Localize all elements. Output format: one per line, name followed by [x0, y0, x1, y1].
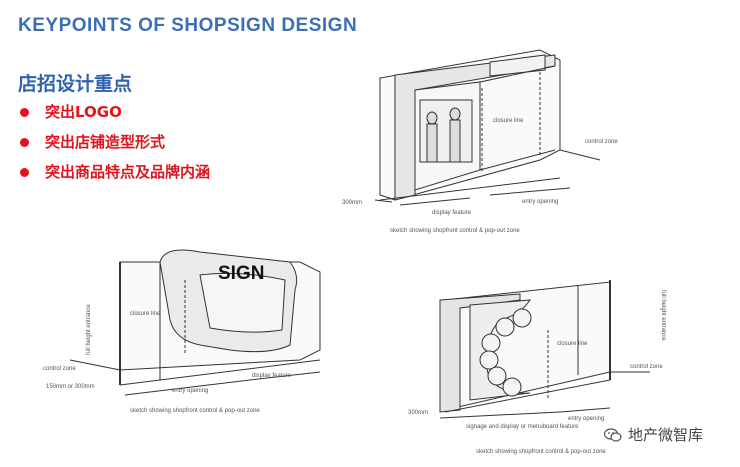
sketch2-control-label: control zone — [43, 366, 76, 372]
sketch3-caption: sketch showing shopfront control & pop-o… — [476, 449, 606, 455]
sketch-3 — [439, 280, 650, 419]
sketch3-signage-label: signage and display or menuboard feature — [466, 424, 579, 430]
wechat-icon — [604, 427, 622, 442]
keypoint-item: 突出店铺造型形式 — [20, 127, 210, 157]
sketch2-closure-label: closure line — [130, 311, 161, 317]
page-subtitle: 店招设计重点 — [18, 73, 133, 95]
keypoint-item: 突出商品特点及品牌内涵 — [20, 157, 210, 187]
sketch1-dim-label: 300mm — [342, 200, 362, 206]
sketch1-display-label: display feature — [432, 210, 472, 216]
bullet-dot-icon — [20, 137, 29, 147]
sketch1-entry-label: entry opening — [522, 199, 558, 205]
sign-text: SIGN — [218, 263, 264, 284]
sketch2-display-label: display feature — [252, 373, 292, 379]
sketch2-entry-label: entry opening — [172, 388, 208, 394]
bullet-dot-icon — [20, 107, 29, 117]
watermark: 地产微智库 — [604, 424, 703, 445]
watermark-text: 地产微智库 — [628, 426, 704, 444]
sketch1-caption: sketch showing shopfront control & pop-o… — [390, 228, 520, 234]
sketch2-caption: sketch showing shopfront control & pop-o… — [130, 408, 260, 414]
sketch-2 — [69, 249, 321, 396]
sketch3-dim-label: 300mm — [408, 410, 428, 416]
keypoint-list: 突出LOGO 突出店铺造型形式 突出商品特点及品牌内涵 — [20, 97, 210, 187]
sketch1-closure-label: closure line — [493, 118, 524, 124]
keypoint-item: 突出LOGO — [20, 97, 210, 127]
sketch1-control-label: control zone — [585, 139, 618, 145]
sketch-1 — [374, 49, 601, 206]
sketch3-entry-label: entry opening — [568, 416, 604, 422]
bullet-dot-icon — [20, 167, 29, 177]
sketch3-closure-label: closure line — [557, 341, 588, 347]
sketch2-fullheight-label: full height entrance — [86, 304, 92, 355]
sketch3-control-label: control zone — [630, 364, 663, 370]
page-title: KEYPOINTS OF SHOPSIGN DESIGN — [18, 15, 358, 36]
sketch2-dim-label: 150mm or 300mm — [46, 384, 95, 390]
sketch3-fullheight-label: full height entrance — [660, 290, 666, 341]
